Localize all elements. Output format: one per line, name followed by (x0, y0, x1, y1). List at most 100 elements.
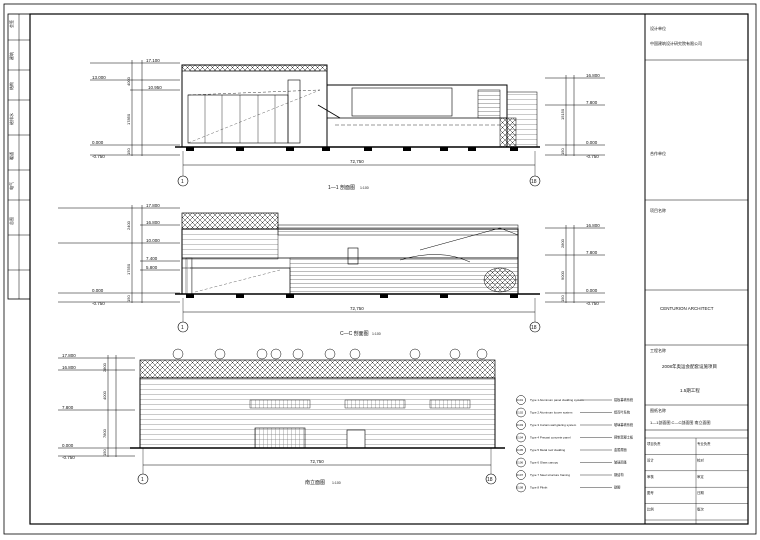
axis-b-1: 1 (181, 325, 184, 331)
legend-note: 铝百叶系统 (614, 410, 631, 415)
tb-phase: 1.5期工程 (680, 387, 700, 394)
level-b-l2: 10.000 (146, 238, 160, 243)
legend-tag-bubble (516, 420, 526, 430)
level-a-r2: 0.000 (586, 140, 598, 145)
signature-label: 项目负责 (647, 441, 661, 446)
dim-b-r2: 150 (560, 295, 565, 302)
south-elevation: 17.800 16.800 7.800 0.000 -0.750 2800 40… (58, 348, 505, 486)
strip-label-5: 暖通 (8, 152, 14, 160)
tb-sheet-name: 1—1剖面图 C—C剖面图 南立面图 (650, 419, 710, 425)
tb-design-unit-label: 设计单位 (650, 25, 666, 31)
axis-b-18: 18 (531, 325, 537, 331)
legend-tag: 0107 (517, 473, 524, 477)
axis-a-1: 1 (181, 179, 184, 185)
dim-a-r1: 150 (560, 148, 565, 155)
legend-tag: 0103 (517, 423, 524, 427)
section-b-scale: 1:100 (372, 332, 381, 336)
level-a-r0: 16.800 (586, 73, 600, 78)
material-legend: 0101 Type 1 Aluminum panel cladding syste… (516, 395, 634, 493)
strip-label-1: 会签 (8, 20, 14, 28)
axis-bubble-e-1 (137, 473, 149, 485)
level-e-l2: 7.800 (62, 405, 74, 410)
legend-tag-bubble (516, 445, 526, 455)
section-a-title: 1—1 剖面图 (328, 184, 355, 191)
axis-bubble-b-18 (529, 321, 541, 333)
signature-label: 校对 (697, 457, 704, 462)
legend-note: 铝板幕墙系统 (614, 397, 634, 402)
dim-e-l1: 4000 (102, 390, 107, 400)
legend-text: Type 7 Steel structure framing (530, 473, 570, 477)
level-b-l6: -0.750 (92, 301, 105, 306)
legend-note: 玻璃幕墙系统 (614, 422, 634, 427)
legend-text: Type 6 Glass canopy (530, 461, 559, 465)
dim-a-overall: 72,750 (350, 159, 364, 164)
signature-label: 图号 (647, 490, 654, 495)
legend-note: 玻璃雨篷 (614, 460, 628, 465)
signature-label: 专业负责 (697, 441, 711, 446)
axis-e-18: 18 (487, 477, 493, 483)
dim-e-l0: 2800 (102, 362, 107, 372)
legend-tag-bubble (516, 395, 526, 405)
dim-e-l2: 7800 (102, 428, 107, 438)
signature-label: 日期 (697, 490, 704, 495)
dim-a-l1: 17850 (126, 113, 131, 125)
legend-tag: 0104 (517, 436, 524, 440)
level-b-r1: 7.800 (586, 250, 598, 255)
signature-label: 比例 (647, 507, 654, 512)
level-a-r3: -0.750 (586, 154, 599, 159)
axis-bubble-a-1 (177, 175, 189, 187)
elevation-scale: 1:100 (332, 481, 341, 485)
dim-a-r0: 15150 (560, 108, 565, 120)
dim-b-r0: 2800 (560, 238, 565, 248)
level-e-l3: 0.000 (62, 443, 74, 448)
dim-b-l1: 17550 (126, 263, 131, 275)
dim-b-l2: 150 (126, 295, 131, 302)
tb-engineering: 2008年奥运会配套设施项目 (662, 363, 717, 370)
signature-label: 版次 (697, 507, 704, 512)
level-a-l4: -0.750 (92, 154, 105, 159)
legend-note: 预制混凝土板 (614, 435, 634, 440)
axis-e-1: 1 (141, 477, 144, 483)
level-b-r0: 16.800 (586, 223, 600, 228)
axis-bubble-b-1 (177, 321, 189, 333)
legend-tag: 0101 (517, 398, 524, 402)
dim-e-overall: 72,750 (310, 459, 324, 464)
level-a-r1: 7.800 (586, 100, 598, 105)
strip-label-4: 给排水 (8, 113, 14, 125)
level-b-l5: 0.000 (92, 288, 104, 293)
level-a-l0: 17.100 (146, 58, 160, 63)
legend-text: Type 1 Aluminum panel cladding system (530, 398, 584, 402)
section-a-scale: 1:100 (360, 186, 369, 190)
section-b: 17.800 16.800 10.000 7.400 5.800 0.000 -… (58, 203, 605, 337)
legend-text: Type 3 Curtain wall glazing system (530, 423, 577, 427)
level-b-r3: -0.750 (586, 301, 599, 306)
left-signature-strip: 会签 建筑 结构 给排水 暖通 电气 总图 (7, 13, 31, 300)
legend-text: Type 8 Plinth (530, 486, 548, 490)
legend-tag-bubble (516, 457, 526, 468)
level-b-l4: 5.800 (146, 265, 158, 270)
dim-b-overall: 72,750 (350, 306, 364, 311)
level-b-l0: 17.800 (146, 203, 160, 208)
legend-text: Type 2 Aluminum louver system (530, 411, 573, 415)
level-b-r2: 0.000 (586, 288, 598, 293)
section-b-title: C—C 剖面图 (340, 330, 369, 337)
dim-b-l0: 2400 (126, 220, 131, 230)
legend-tag-bubble (516, 432, 526, 443)
legend-note: 钢结构 (614, 472, 624, 477)
level-e-l1: 16.800 (62, 365, 76, 370)
level-e-l4: -0.750 (62, 455, 75, 460)
legend-tag: 0106 (517, 461, 524, 465)
signature-label: 审核 (647, 474, 654, 479)
tb-design-unit: 中国建筑设计研究院有限公司 (650, 40, 702, 46)
tb-partner-label: 合作单位 (650, 150, 666, 156)
tb-project-label: 项目名称 (650, 207, 666, 213)
level-a-l2: 10.950 (148, 85, 162, 90)
axis-bubble-e-18 (485, 473, 497, 485)
level-b-l3: 7.400 (146, 256, 158, 261)
dim-a-l0: 4000 (126, 76, 131, 86)
dim-e-l3: 150 (102, 449, 107, 456)
signature-label: 审定 (697, 474, 704, 479)
legend-note: 金属屋面 (614, 447, 627, 452)
strip-label-3: 结构 (8, 82, 14, 90)
